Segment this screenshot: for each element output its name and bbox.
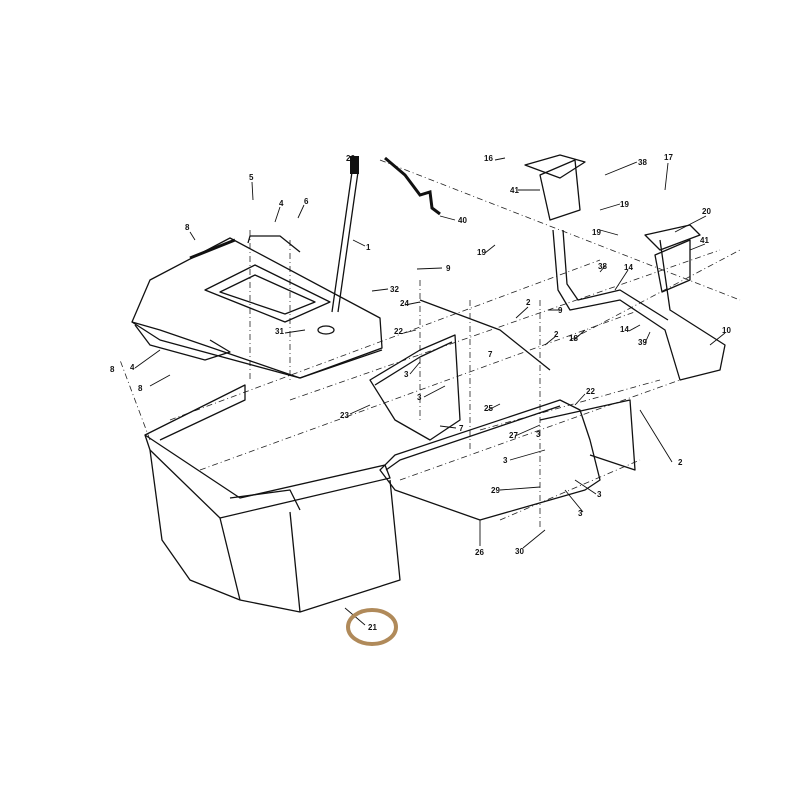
handle-rod [331,156,441,313]
part-label: 17 [664,153,673,162]
part-label: 39 [638,338,647,347]
part-label: 41 [700,236,709,245]
part-label: 6 [304,197,309,206]
alignment-lines [119,159,741,530]
part-label: 9 [558,306,563,315]
part-label: 31 [275,327,284,336]
part-label: 16 [484,154,493,163]
hinge-bracket [134,324,231,361]
part-labels: 26 40 1 5 4 6 8 9 32 24 31 22 8 4 8 3 3 … [110,153,731,632]
bag-frame [144,384,401,613]
part-label: 14 [620,325,629,334]
bag-lid [131,235,383,379]
part-label: 26 [346,154,355,163]
leader-lines [134,157,726,626]
part-label: 3 [536,430,541,439]
part-label: 4 [279,199,284,208]
handle-brackets [524,154,726,381]
part-label: 3 [503,456,508,465]
part-label: 3 [404,370,409,379]
part-label: 38 [638,158,647,167]
part-label: 25 [484,404,493,413]
part-label: 26 [475,548,484,557]
part-label: 20 [702,207,711,216]
part-label: 19 [620,200,629,209]
part-label: 27 [509,431,518,440]
part-label: 2 [526,298,531,307]
part-label: 3 [417,393,422,402]
highlight-circle [346,608,398,646]
part-label: 22 [394,327,403,336]
part-label: 29 [491,486,500,495]
part-label: 8 [138,384,143,393]
part-label: 19 [477,248,486,257]
part-label: 4 [130,363,135,372]
part-label: 2 [554,330,559,339]
part-label: 8 [110,365,115,374]
part-label: 9 [446,264,451,273]
part-label: 2 [678,458,683,467]
part-label: 30 [515,547,524,556]
part-label: 23 [340,411,349,420]
part-label: 24 [400,299,409,308]
part-label: 7 [459,424,464,433]
part-label: 18 [569,334,578,343]
part-label: 22 [586,387,595,396]
part-label: 5 [249,173,254,182]
part-label: 3 [578,509,583,518]
part-label: 14 [624,263,633,272]
support-frames [369,299,636,521]
part-label: 19 [592,228,601,237]
highlighted-part-label: 21 [368,623,377,632]
part-label: 41 [510,186,519,195]
part-label: 40 [458,216,467,225]
part-label: 10 [722,326,731,335]
part-label: 8 [185,223,190,232]
part-label: 7 [488,350,493,359]
part-label: 38 [598,262,607,271]
part-label: 1 [366,243,371,252]
part-label: 32 [390,285,399,294]
part-label: 3 [597,490,602,499]
